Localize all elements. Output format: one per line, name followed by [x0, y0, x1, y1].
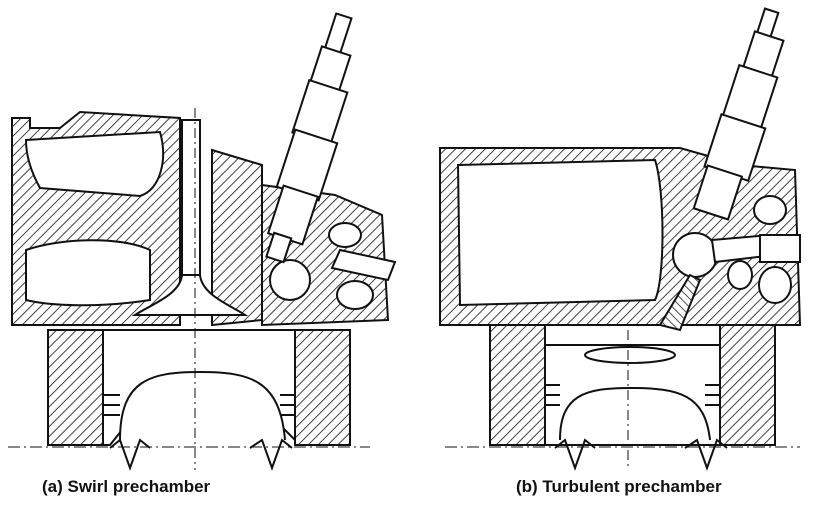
intake-port-upper	[24, 130, 164, 198]
cylinder-wall-a-right	[294, 329, 351, 446]
injector-b	[692, 7, 785, 221]
turbulent-prechamber-cavity	[672, 232, 718, 278]
injector-a	[265, 12, 353, 264]
water-jacket-b	[456, 158, 664, 307]
valve-stem-a	[181, 119, 201, 276]
caption-turbulent-prechamber: (b) Turbulent prechamber	[516, 477, 722, 496]
cylinder-wall-b-left	[489, 324, 546, 446]
prechamber-swirl-cavity	[269, 259, 311, 301]
intake-port-lower	[25, 239, 151, 307]
glow-plug-a	[330, 248, 397, 282]
valve-head-a	[131, 274, 249, 316]
panel-b-turbulent-prechamber	[439, 7, 802, 471]
caption-swirl-prechamber: (a) Swirl prechamber	[42, 477, 211, 496]
cylinder-wall-b-right	[719, 324, 776, 446]
cylinder-wall-a-left	[47, 329, 104, 446]
panel-a-swirl-prechamber	[8, 12, 397, 471]
